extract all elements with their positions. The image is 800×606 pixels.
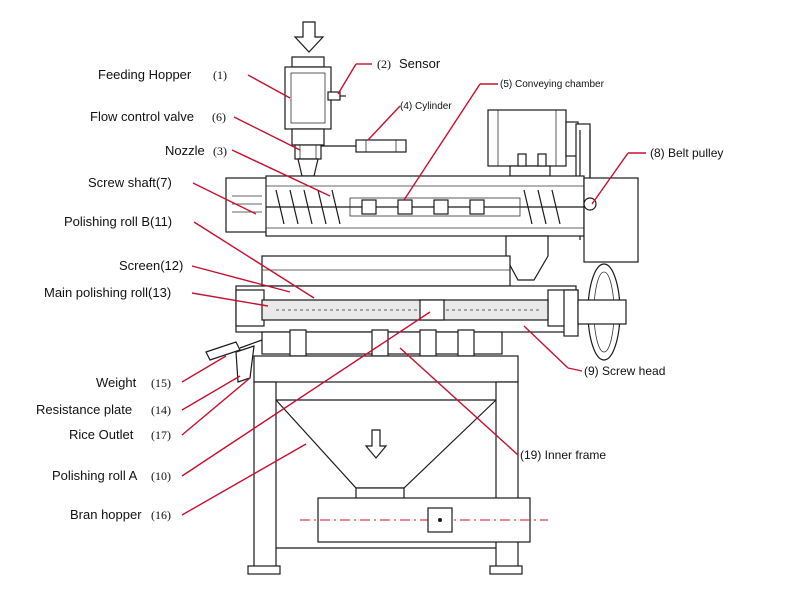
- feeding-hopper-body: [284, 56, 346, 177]
- leader-inner-frame: [399, 347, 519, 456]
- label-feeding-hopper: Feeding Hopper: [98, 67, 192, 82]
- label-flow-control-valve: Flow control valve: [90, 109, 194, 124]
- label-sensor-num: (2): [377, 57, 391, 71]
- feed-arrow-icon: [293, 21, 325, 53]
- label-cylinder: (4) Cylinder: [400, 101, 452, 112]
- leader-belt-pulley-2: [591, 152, 629, 205]
- label-nozzle: Nozzle: [165, 143, 205, 158]
- leader-lines: [181, 63, 646, 516]
- motor-body: [487, 109, 579, 177]
- leader-resistance-plate: [181, 375, 241, 411]
- belt-pulley-wheel: [577, 263, 627, 361]
- leader-nozzle: [231, 149, 331, 197]
- labels: Feeding Hopper (1) (2) Sensor Flow contr…: [36, 56, 723, 522]
- leader-rice-outlet: [181, 377, 251, 436]
- label-resistance-plate-num: (14): [151, 403, 171, 417]
- label-screw-head: (9) Screw head: [584, 364, 665, 378]
- label-polishing-roll-a-num: (10): [151, 469, 171, 483]
- label-rice-outlet: Rice Outlet: [69, 427, 134, 442]
- leader-screw-shaft: [192, 182, 257, 215]
- label-resistance-plate: Resistance plate: [36, 402, 132, 417]
- label-screw-shaft: Screw shaft(7): [88, 175, 172, 190]
- label-nozzle-num: (3): [213, 144, 227, 158]
- screw-shaft: [266, 189, 584, 225]
- leader-cylinder: [367, 105, 401, 141]
- leader-polishing-roll-a: [181, 311, 431, 477]
- machine-drawing: [205, 21, 639, 575]
- label-feeding-hopper-num: (1): [213, 68, 227, 82]
- label-bran-hopper-num: (16): [151, 508, 171, 522]
- label-bran-hopper: Bran hopper: [70, 507, 142, 522]
- leader-sensor-2: [337, 63, 357, 95]
- leader-conveying-chamber-2: [403, 83, 481, 201]
- label-weight: Weight: [96, 375, 137, 390]
- leader-screen: [191, 265, 291, 293]
- cylinder-body: [321, 139, 407, 153]
- label-belt-pulley: (8) Belt pulley: [650, 146, 723, 160]
- label-polishing-roll-b: Polishing roll B(11): [64, 214, 172, 229]
- conveying-chamber-housing: [225, 175, 639, 263]
- label-polishing-roll-a: Polishing roll A: [52, 468, 138, 483]
- label-weight-num: (15): [151, 376, 171, 390]
- label-screen: Screen(12): [119, 258, 183, 273]
- label-conveying-chamber: (5) Conveying chamber: [500, 79, 605, 90]
- leader-weight: [181, 355, 227, 383]
- label-rice-outlet-num: (17): [151, 428, 171, 442]
- leader-main-polishing-roll: [191, 292, 269, 307]
- leader-screw-head-2: [523, 325, 569, 369]
- leader-flow-valve: [233, 116, 301, 151]
- label-sensor: Sensor: [399, 56, 441, 71]
- chamber-outlet-chute: [505, 235, 549, 281]
- label-main-polishing-roll: Main polishing roll(13): [44, 285, 171, 300]
- leader-polishing-roll-b: [193, 221, 315, 299]
- leader-bran-hopper: [181, 443, 307, 516]
- polishing-housing: [235, 255, 579, 357]
- leader-feeding-hopper: [247, 74, 291, 99]
- leader-screw-head: [567, 367, 583, 372]
- label-flow-control-valve-num: (6): [212, 110, 226, 124]
- bran-discharge-duct: [300, 497, 548, 543]
- label-inner-frame: (19) Inner frame: [520, 448, 606, 462]
